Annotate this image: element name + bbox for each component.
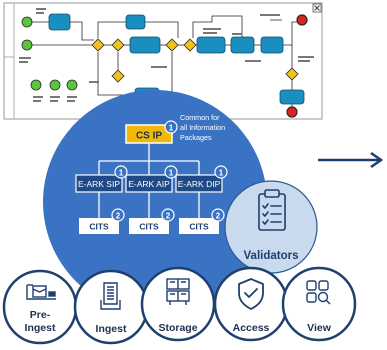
svg-text:Storage: Storage — [158, 322, 197, 334]
cs-ip-note: Common for all Information Packages — [180, 113, 225, 142]
svg-text:1: 1 — [169, 124, 174, 133]
spec-tree-lines — [98, 143, 200, 218]
svg-text:CITS: CITS — [89, 222, 109, 232]
document-lines-icon — [100, 282, 121, 310]
e-ark-dip-box[interactable]: E-ARK DIP — [175, 174, 223, 193]
svg-text:1: 1 — [169, 169, 174, 178]
tool-view[interactable]: View — [281, 266, 357, 342]
close-icon[interactable] — [312, 3, 322, 13]
cits-box-2[interactable]: CITS — [129, 218, 169, 234]
validators-circle[interactable]: Validators — [224, 180, 318, 274]
svg-text:2: 2 — [166, 212, 171, 221]
cits-badges: 2 2 2 — [111, 208, 225, 222]
tool-access[interactable]: Access — [213, 266, 289, 342]
cs-ip-label: CS IP — [136, 131, 162, 142]
tool-ingest[interactable]: Ingest — [73, 269, 149, 345]
svg-text:all Information: all Information — [180, 123, 225, 132]
svg-text:E-ARK SIP: E-ARK SIP — [78, 179, 120, 189]
validators-label: Validators — [244, 250, 299, 262]
svg-text:E-ARK DIP: E-ARK DIP — [178, 179, 221, 189]
grid-search-icon — [306, 280, 331, 305]
tool-pre-ingest[interactable]: Pre- Ingest — [2, 269, 78, 345]
svg-text:Packages: Packages — [180, 133, 212, 142]
svg-text:1: 1 — [219, 169, 224, 178]
arrow-right-icon — [318, 151, 384, 169]
svg-text:2: 2 — [116, 212, 121, 221]
svg-text:1: 1 — [119, 169, 124, 178]
svg-text:CITS: CITS — [139, 222, 159, 232]
package-icon — [26, 284, 56, 300]
svg-text:Access: Access — [233, 322, 270, 334]
cits-box-3[interactable]: CITS — [179, 218, 219, 234]
specifications-circle — [43, 90, 267, 314]
svg-text:Common for: Common for — [180, 113, 220, 122]
server-rack-icon — [166, 278, 190, 305]
cs-ip-badge: 1 — [164, 120, 178, 134]
svg-text:Pre-: Pre- — [30, 309, 51, 321]
svg-text:Ingest: Ingest — [25, 322, 56, 334]
cits-box-1[interactable]: CITS — [79, 218, 119, 234]
e-ark-aip-box[interactable]: E-ARK AIP — [125, 174, 173, 193]
tool-storage[interactable]: Storage — [140, 266, 216, 342]
shield-check-icon — [238, 278, 264, 310]
e-ark-sip-box[interactable]: E-ARK SIP — [75, 174, 123, 193]
svg-text:View: View — [307, 322, 332, 334]
svg-text:E-ARK AIP: E-ARK AIP — [128, 179, 170, 189]
e-ark-badges: 1 1 1 — [114, 165, 228, 179]
svg-text:2: 2 — [216, 212, 221, 221]
clipboard-check-icon — [258, 189, 286, 231]
svg-text:CITS: CITS — [189, 222, 209, 232]
svg-text:Ingest: Ingest — [96, 323, 127, 335]
